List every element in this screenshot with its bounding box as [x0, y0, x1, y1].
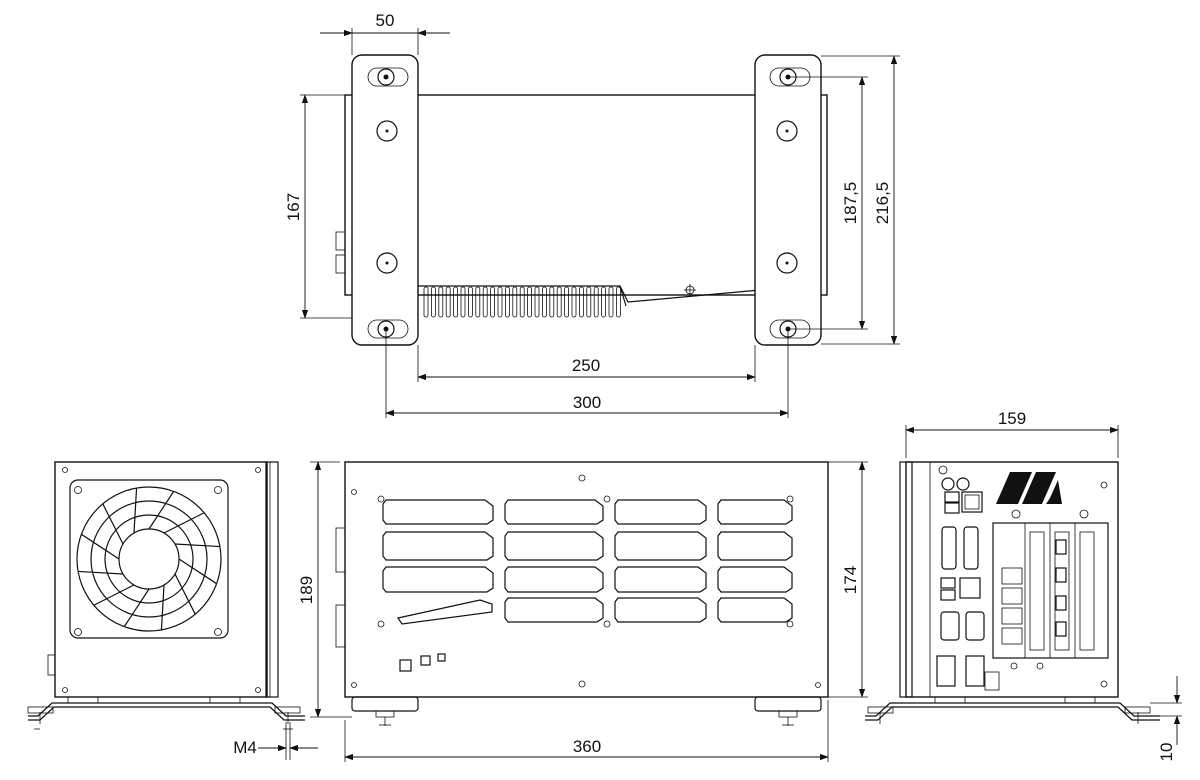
vent-slot [504, 499, 604, 525]
vent-slot [504, 531, 604, 561]
dim-label-250: 250 [572, 356, 600, 375]
heatsink-fin [593, 286, 599, 318]
dim-label-360: 360 [573, 737, 601, 756]
vent-slot [614, 566, 707, 593]
heatsink-fin [556, 286, 562, 318]
screw-holes-front [351, 474, 821, 688]
rear-view-io [865, 461, 1160, 724]
dim-label-159: 159 [998, 409, 1026, 428]
dim-label-m4: M4 [233, 738, 257, 757]
heatsink-fin [519, 286, 525, 318]
heatsink-fin [497, 286, 503, 318]
fan-spoke [160, 584, 165, 630]
led-indicators [399, 653, 446, 672]
front-view [335, 461, 829, 726]
dim-label-167: 167 [284, 193, 303, 221]
side-view-fan [27, 461, 305, 730]
vent-openings [382, 499, 793, 625]
heatsink-fin [453, 286, 459, 318]
dim-label-216-5: 216,5 [873, 182, 892, 225]
brand-logo [996, 472, 1062, 504]
fan-spoke [178, 558, 217, 585]
vent-slot [717, 566, 793, 593]
heatsink-fin [549, 286, 555, 318]
fan-grill [69, 479, 229, 639]
expansion-slots [992, 481, 1109, 688]
fan-spoke [174, 543, 220, 548]
vent-slot [504, 566, 604, 593]
heatsink-fins [423, 286, 621, 318]
screw-holes-fan [62, 467, 261, 693]
vent-slot [614, 499, 707, 525]
heatsink-fin [527, 286, 532, 318]
heatsink-fin [571, 286, 577, 318]
heatsink-fin [579, 286, 584, 318]
heatsink-fin [542, 286, 547, 318]
dim-label-300: 300 [573, 393, 601, 412]
heatsink-fin [445, 286, 451, 318]
vent-slot [382, 499, 494, 525]
heatsink-fin [564, 286, 569, 318]
dim-label-174: 174 [841, 566, 860, 594]
heatsink-fin [438, 286, 444, 318]
fan-spoke [148, 491, 175, 530]
dimension-lines-front [310, 461, 868, 762]
heatsink-fin [586, 286, 592, 318]
fan-spoke [163, 512, 205, 534]
heatsink-fin [475, 286, 481, 318]
fan-spoke [123, 588, 150, 627]
fan-spoke [93, 584, 135, 606]
dim-m4 [258, 722, 318, 760]
heatsink-fin [608, 286, 614, 318]
heatsink-fin [490, 286, 496, 318]
vent-slot [382, 531, 494, 561]
heatsink-fin [534, 286, 540, 318]
heatsink-fin [467, 286, 473, 318]
heatsink-fin [504, 286, 510, 318]
mount-bracket-left [351, 54, 419, 346]
vent-slot [717, 499, 793, 525]
dim-label-187-5: 187,5 [841, 182, 860, 225]
fan-spoke [102, 503, 124, 545]
dim-label-10: 10 [1157, 743, 1176, 762]
mount-bracket-right [754, 54, 822, 346]
heatsink-fin [460, 286, 466, 318]
vent-slot [397, 599, 493, 625]
dim-label-189: 189 [297, 576, 316, 604]
heatsink-fin [616, 286, 621, 318]
heatsink-fin [423, 286, 429, 318]
vent-slot [717, 597, 793, 623]
vent-slot [382, 566, 494, 593]
top-view: 50 167 187,5 216,5 250 300 [284, 11, 900, 418]
fan-spoke [81, 533, 120, 560]
heatsink-fin [482, 286, 488, 318]
vent-slot [504, 597, 604, 623]
fan-spoke [78, 570, 124, 575]
dimension-lines-top [300, 28, 900, 418]
heatsink-fin [601, 286, 606, 318]
vent-slot [614, 597, 707, 623]
vent-slot [717, 531, 793, 561]
io-ports [936, 465, 1023, 691]
dim-label-50: 50 [376, 11, 395, 30]
fan-spoke [133, 488, 138, 534]
vent-slot [614, 531, 707, 561]
fan-spoke [174, 573, 196, 615]
dimension-lines-rear [905, 425, 1182, 745]
heatsink-fin [430, 286, 436, 318]
heatsink-fin [512, 286, 518, 318]
